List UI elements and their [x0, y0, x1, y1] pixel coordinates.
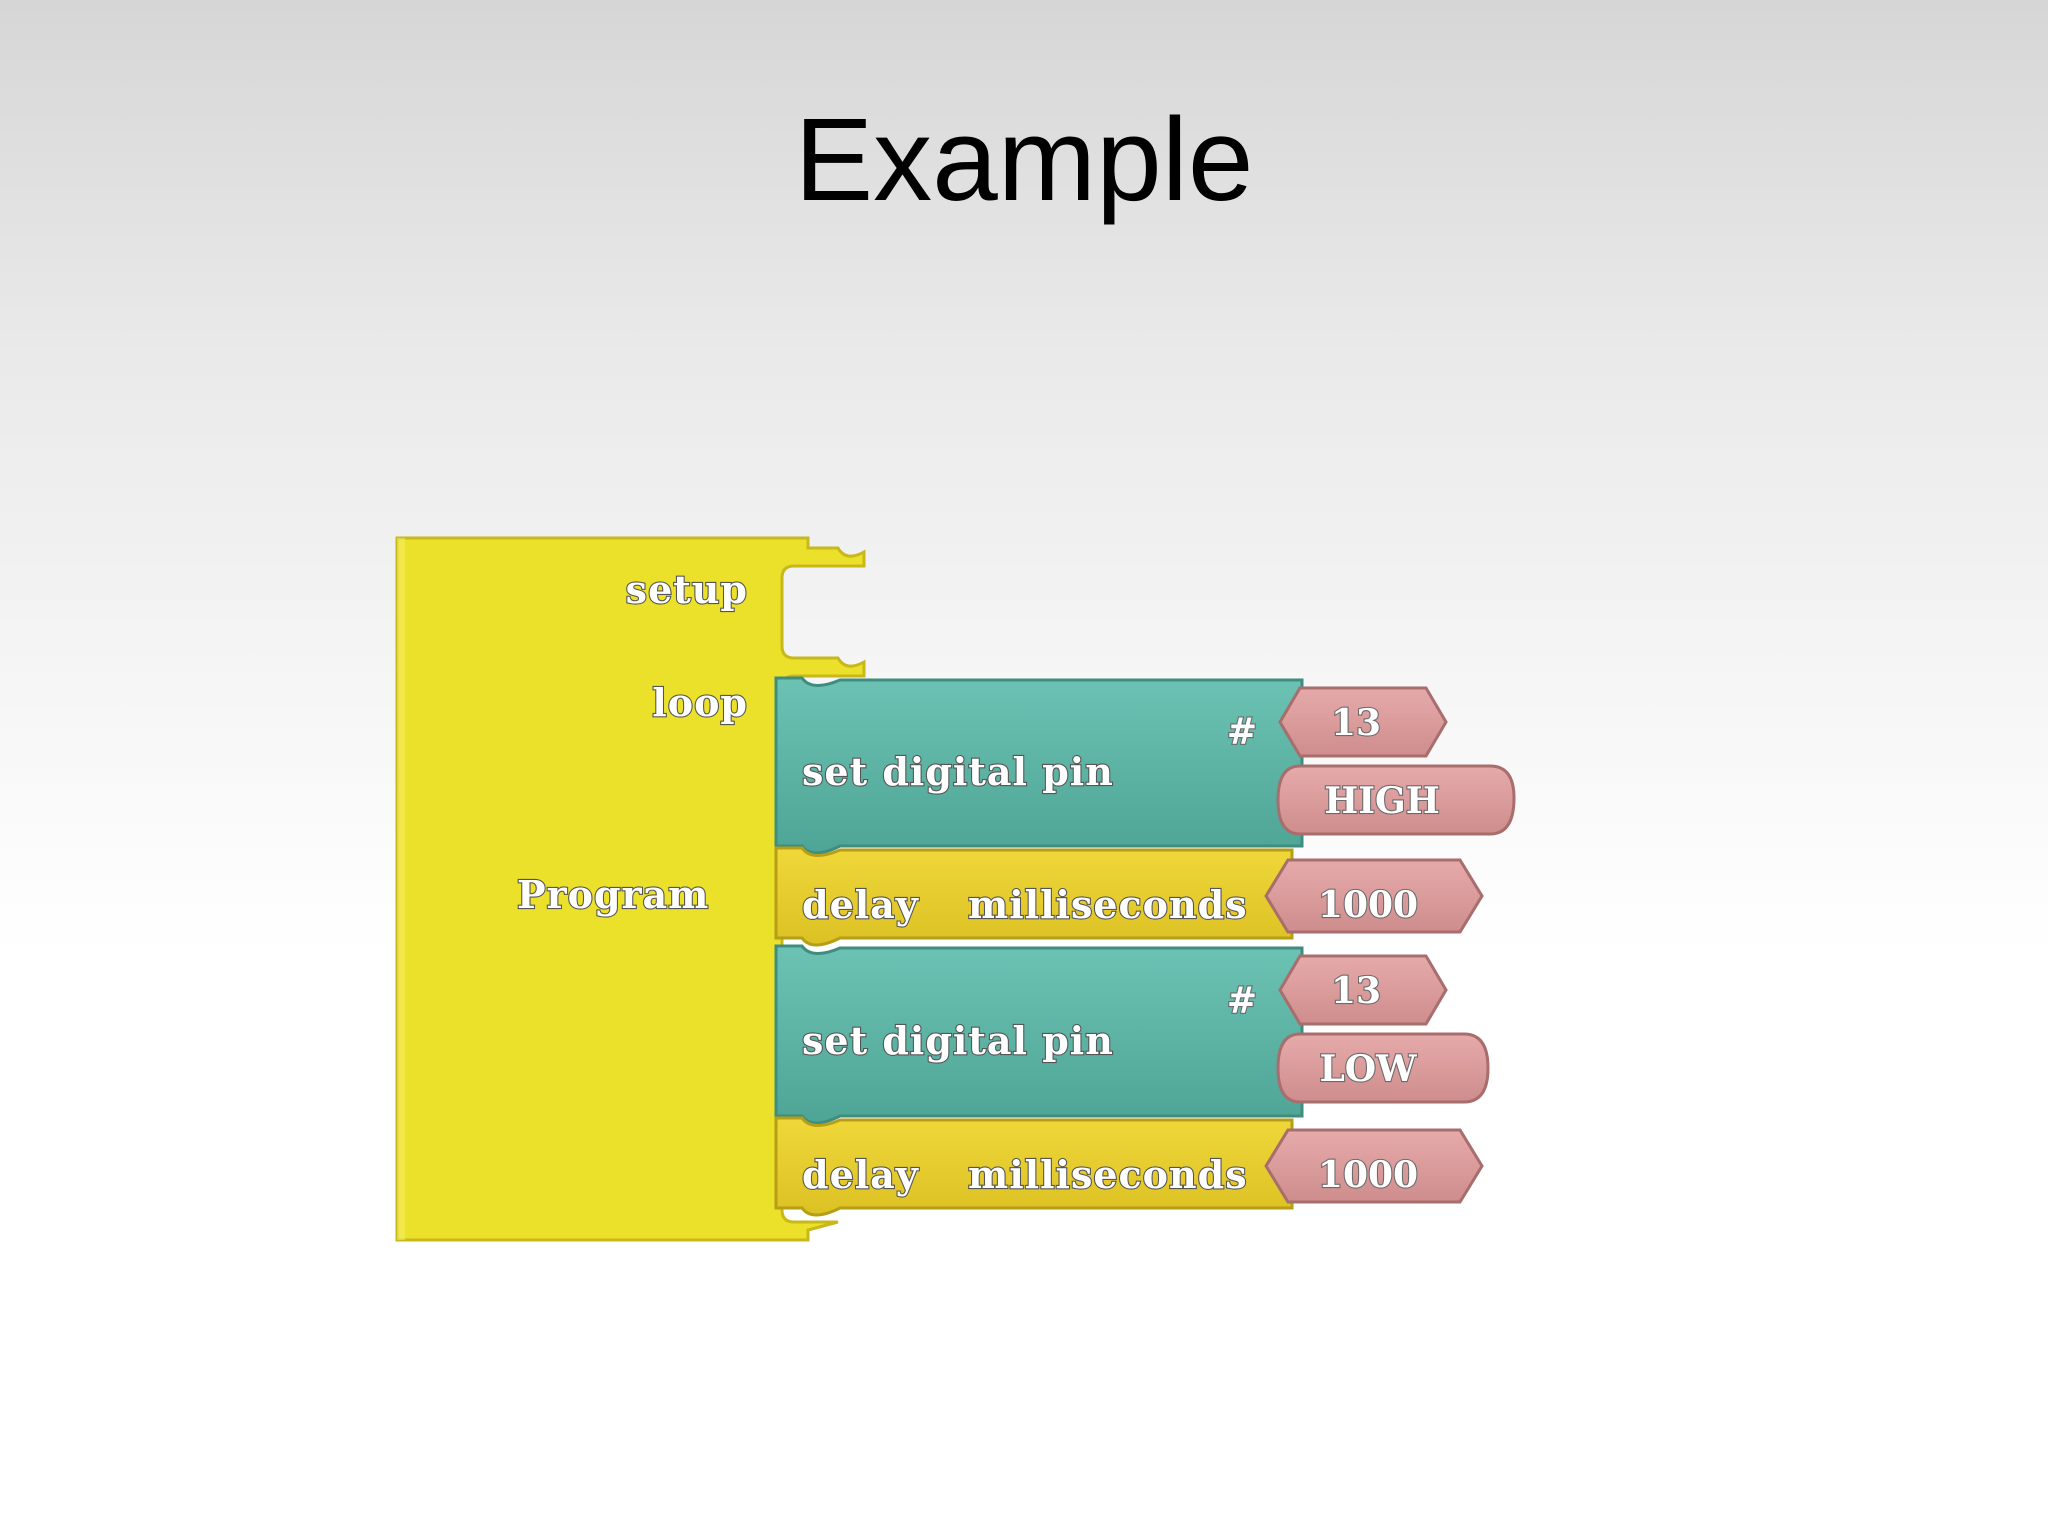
pin-marker-label: #: [1227, 711, 1257, 753]
delay-value-1000-b[interactable]: 1000: [1264, 1128, 1484, 1204]
program-label: Program: [517, 872, 709, 917]
setup-label: setup: [626, 567, 748, 612]
set-digital-pin-label: set digital pin: [802, 1018, 1114, 1063]
delay-label: delay: [802, 1152, 919, 1197]
pin-value-13-high[interactable]: 13: [1278, 686, 1448, 758]
program-block[interactable]: Program setup loop: [395, 536, 866, 1242]
milliseconds-label: milliseconds: [968, 1152, 1248, 1197]
set-digital-pin-label: set digital pin: [802, 749, 1114, 794]
pin-value-label: 13: [1331, 702, 1381, 744]
delay-block-1[interactable]: delay milliseconds: [774, 846, 1294, 947]
delay-label: delay: [802, 882, 919, 927]
state-value-label: HIGH: [1324, 780, 1440, 822]
delay-value-label: 1000: [1318, 884, 1418, 926]
set-digital-pin-block-low[interactable]: set digital pin #: [774, 944, 1304, 1125]
delay-value-1000-a[interactable]: 1000: [1264, 858, 1484, 934]
delay-value-label: 1000: [1318, 1154, 1418, 1196]
state-value-label: LOW: [1319, 1048, 1417, 1090]
milliseconds-label: milliseconds: [968, 882, 1248, 927]
set-digital-pin-block-high[interactable]: set digital pin #: [774, 676, 1304, 855]
loop-label: loop: [652, 680, 748, 725]
state-value-high[interactable]: HIGH: [1276, 764, 1516, 836]
slide-title: Example: [794, 94, 1254, 226]
state-value-low[interactable]: LOW: [1276, 1032, 1490, 1104]
pin-value-13-low[interactable]: 13: [1278, 954, 1448, 1026]
delay-block-2[interactable]: delay milliseconds: [774, 1116, 1294, 1217]
pin-value-label: 13: [1331, 970, 1381, 1012]
pin-marker-label: #: [1227, 980, 1257, 1022]
